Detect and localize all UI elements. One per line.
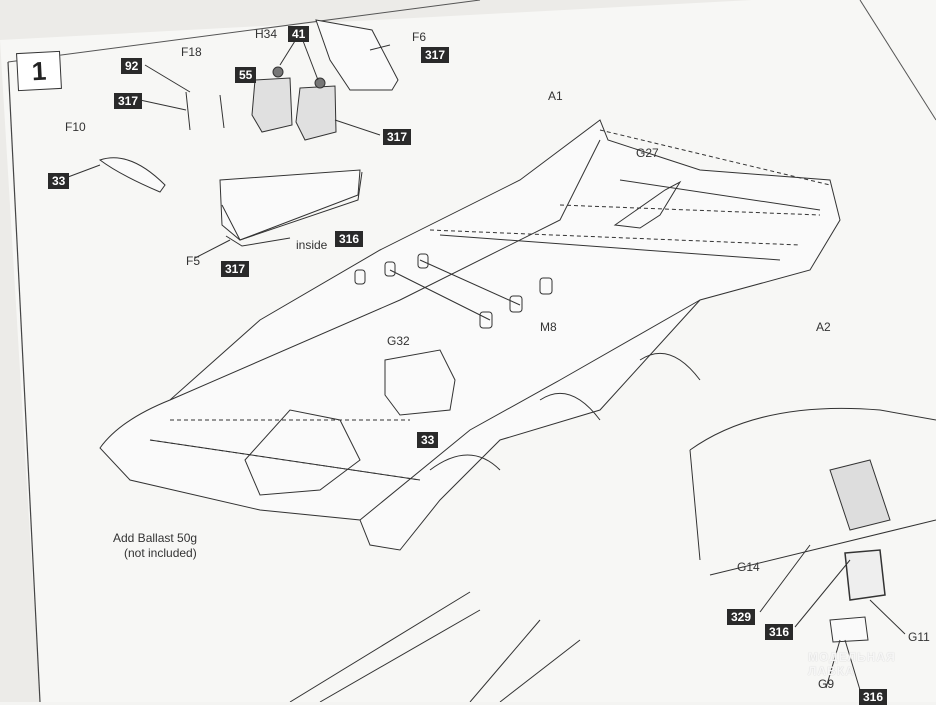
paint-code-33: 33: [417, 432, 439, 448]
part-label-f10: F10: [65, 120, 86, 134]
paint-code-316: 316: [859, 689, 888, 705]
part-label-h34: H34: [255, 27, 278, 41]
part-label-a1: A1: [548, 89, 563, 103]
part-label-g14: G14: [737, 560, 760, 574]
part-label-f5: F5: [186, 254, 201, 268]
step-number-box: 1: [16, 50, 62, 92]
paint-code-317: 317: [421, 47, 450, 63]
paint-code-33: 33: [48, 173, 70, 189]
part-label-g27: G27: [636, 146, 659, 160]
paint-code-317: 317: [221, 261, 250, 277]
paint-code-329: 329: [727, 609, 756, 625]
paint-code-316: 316: [765, 624, 794, 640]
part-label-a2: A2: [816, 320, 831, 334]
watermark-line-2: ЛАВКА: [808, 664, 855, 678]
paint-code-92: 92: [121, 58, 143, 74]
ballast-note-sub: (not included): [124, 546, 197, 560]
part-label-g11: G11: [908, 630, 930, 644]
paint-code-317: 317: [383, 129, 412, 145]
part-label-f6: F6: [412, 30, 427, 44]
paint-code-55: 55: [235, 67, 257, 83]
watermark-line-1: МОДЕЛЬНАЯ: [808, 650, 896, 664]
part-label-g9: G9: [818, 677, 835, 691]
paint-code-317: 317: [114, 93, 143, 109]
watermark-logo: МОДЕЛЬНАЯ ЛАВКА: [808, 650, 896, 678]
paint-code-316: 316: [335, 231, 364, 247]
part-label-m8: M8: [540, 320, 557, 334]
paint-code-41: 41: [288, 26, 310, 42]
part-label-g32: G32: [387, 334, 410, 348]
part-label-f18: F18: [181, 45, 202, 59]
inside-label: inside: [296, 238, 328, 252]
ballast-note: Add Ballast 50g: [113, 531, 198, 545]
